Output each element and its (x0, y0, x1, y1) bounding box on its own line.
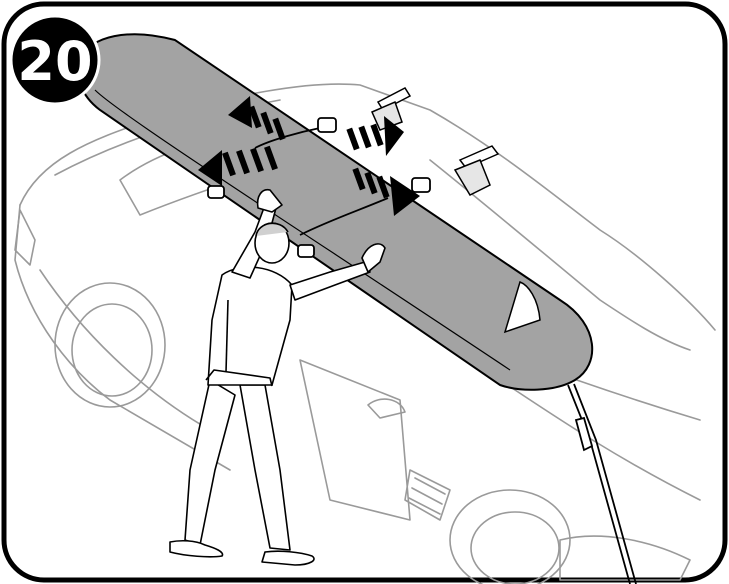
car-taillight (14, 209, 36, 266)
surfboard-fin (503, 281, 541, 334)
strap-front (299, 197, 389, 236)
person-arm-right (289, 261, 371, 301)
surfboard-rail-line (94, 89, 511, 371)
car-hood-curve (499, 379, 701, 501)
double-arrow-right-icon (346, 116, 420, 216)
surfboard-shape (77, 33, 594, 391)
arrow-left-lower-stripe-4 (264, 145, 278, 171)
car-headlight (559, 535, 691, 581)
person-hand-right (361, 243, 386, 273)
arrow-right-lower-stripe-3 (376, 175, 390, 199)
car-wheel-rear-inner (71, 303, 153, 397)
arrow-left-upper-head (228, 96, 252, 128)
strap-rear (254, 127, 321, 149)
car-vent (404, 469, 451, 521)
roof-bar-front (458, 145, 500, 169)
car-wheel-front (449, 489, 571, 584)
straps (207, 117, 637, 584)
person-hair (255, 222, 289, 237)
step-number: 20 (17, 30, 92, 93)
arrow-right-upper-head (384, 116, 404, 156)
arrow-right-lower-stripe-2 (364, 171, 378, 195)
car-mirror (367, 398, 406, 419)
arrow-right-upper-stripe-3 (370, 123, 384, 147)
step-badge-circle (9, 14, 101, 106)
strap-buckle-front (411, 177, 431, 193)
double-arrow-left-icon (198, 96, 286, 186)
arrow-left-lower-stripe-1 (222, 151, 236, 177)
strap-buckle-side-a (207, 185, 225, 199)
strap-buckle-rear (317, 117, 337, 133)
person-hand-left (256, 188, 283, 213)
surfboard (77, 33, 594, 391)
arrow-right-lower-stripe-1 (352, 167, 366, 191)
tie-down-hook (574, 416, 594, 452)
arrow-left-upper-stripe-1 (248, 105, 262, 129)
step-badge: 20 (9, 14, 101, 106)
car-wheel-rear (54, 282, 166, 408)
person-shoe-left (169, 539, 224, 558)
arrow-right-lower-head (390, 176, 420, 216)
roof-rack (371, 87, 500, 196)
car-sill (39, 269, 211, 431)
car-side-line (14, 204, 231, 471)
arrow-left-lower-head (198, 150, 222, 186)
car-wheel-front-inner (470, 511, 560, 584)
roof-foot-front (453, 159, 491, 196)
strap-buckle-side-b (297, 244, 315, 258)
person-shoe-right (261, 550, 315, 566)
car-door (299, 359, 411, 521)
person (169, 188, 386, 566)
arrow-right-upper-stripe-2 (358, 125, 372, 149)
arrow-left-lower-stripe-3 (250, 147, 264, 173)
arrow-left-lower-stripe-2 (236, 149, 250, 175)
roof-foot-rear (371, 100, 403, 131)
arrow-left-upper-stripe-3 (272, 117, 286, 141)
arrow-right-upper-stripe-1 (346, 127, 360, 151)
arrow-left-upper-stripe-2 (260, 111, 274, 135)
